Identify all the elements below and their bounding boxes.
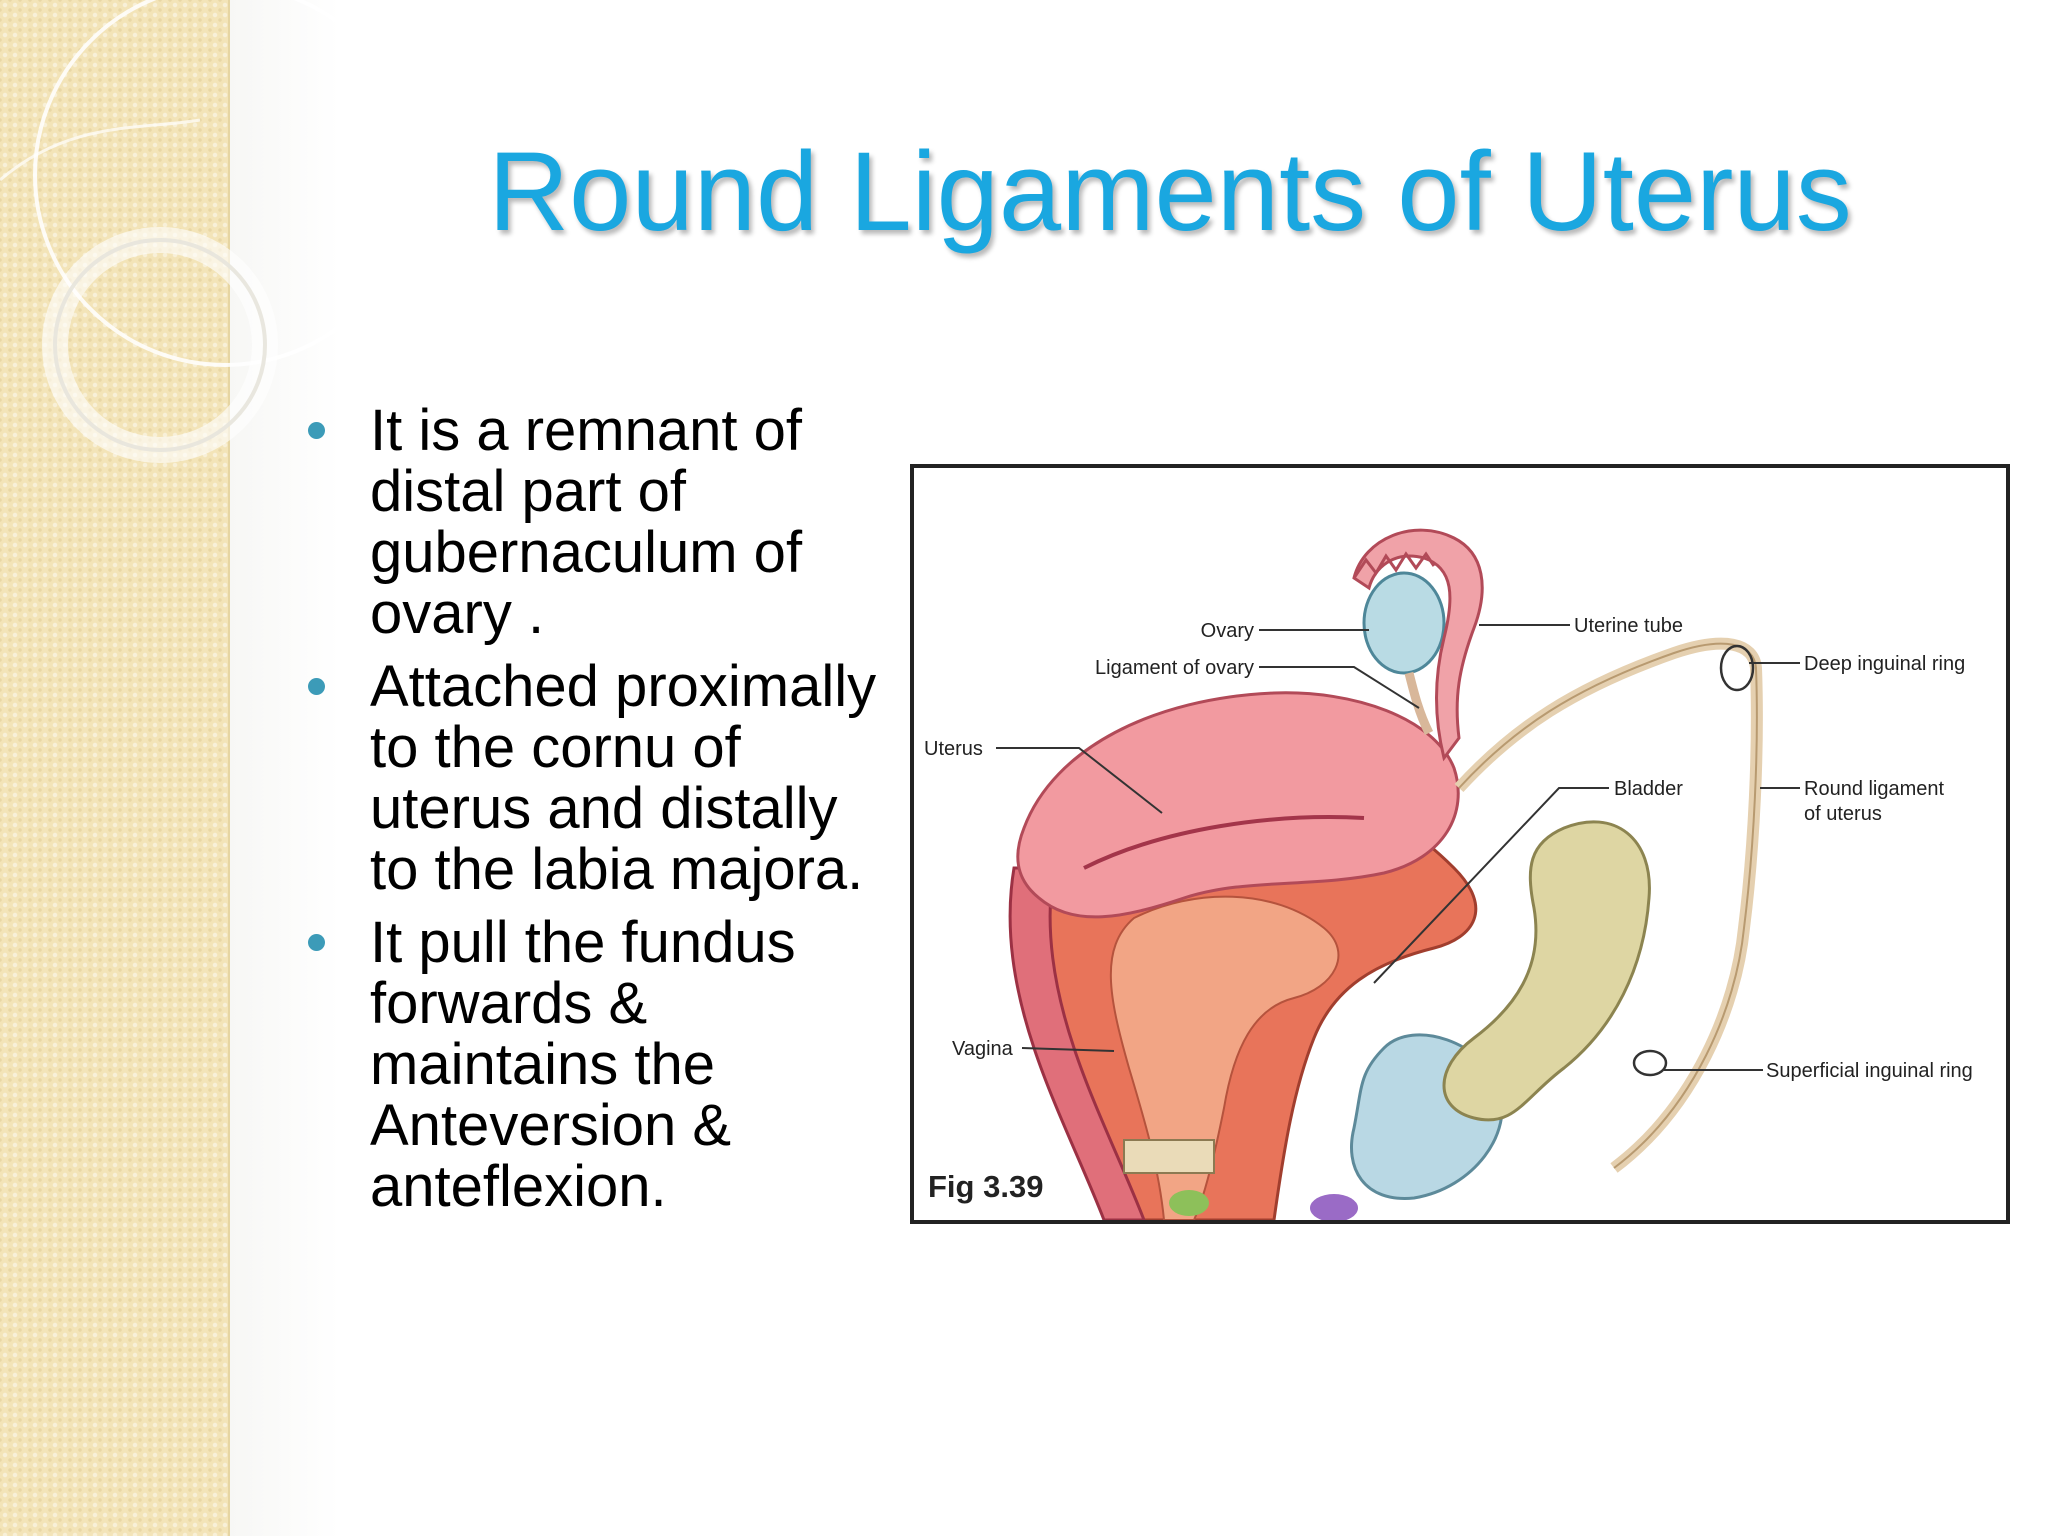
label-round-ligament: Round ligament <box>1804 778 1945 800</box>
bullet-text: It pull the fundus forwards & maintains … <box>370 910 796 1219</box>
label-deep-inguinal-ring: Deep inguinal ring <box>1804 653 1965 675</box>
bullet-text: It is a remnant of distal part of gubern… <box>370 398 803 646</box>
decorative-rings <box>0 0 417 463</box>
leader-vagina <box>1021 1047 1115 1052</box>
bullet-item: Attached proximally to the cornu of uter… <box>300 656 900 900</box>
bullet-list: It is a remnant of distal part of gubern… <box>300 400 900 1229</box>
ovary-shape <box>1362 571 1446 675</box>
label-uterus: Uterus <box>924 738 983 760</box>
ligament-of-ovary-shape <box>1404 671 1434 736</box>
label-of-uterus: of uterus <box>1804 803 1882 825</box>
slide-title: Round Ligaments of Uterus <box>488 129 1852 254</box>
bullet-text: Attached proximally to the cornu of uter… <box>370 654 877 902</box>
deep-inguinal-ring-shape <box>1719 644 1755 692</box>
fundus-groove-shape <box>1083 815 1365 870</box>
uterine-tube-shape <box>1352 528 1484 762</box>
figure-caption: Fig 3.39 <box>928 1169 1043 1204</box>
bullet-icon <box>308 934 325 951</box>
bullet-item: It pull the fundus forwards & maintains … <box>300 912 900 1217</box>
caption-background <box>922 1152 1072 1210</box>
label-bladder: Bladder <box>1614 778 1683 800</box>
bullet-item: It is a remnant of distal part of gubern… <box>300 400 900 644</box>
label-ligament-of-ovary: Ligament of ovary <box>1095 657 1254 679</box>
fundus-shape <box>1016 691 1460 919</box>
green-structure-shape <box>1169 1190 1209 1216</box>
label-uterine-tube: Uterine tube <box>1574 615 1683 637</box>
perineum-shape <box>1123 1139 1215 1174</box>
leader-ligament-of-ovary <box>1259 666 1420 709</box>
superficial-inguinal-ring-shape <box>1632 1049 1668 1077</box>
round-ligament-outline <box>1458 642 1758 1169</box>
bullet-icon <box>308 422 325 439</box>
vagina-shape <box>1008 866 1146 1220</box>
label-vagina: Vagina <box>952 1038 1014 1060</box>
leader-uterus <box>996 747 1163 814</box>
side-fade <box>230 0 340 1536</box>
label-ovary: Ovary <box>1201 620 1254 642</box>
fimbriae-shape <box>1352 551 1436 579</box>
label-superficial-inguinal-ring: Superficial inguinal ring <box>1766 1060 1973 1082</box>
bullet-icon <box>308 678 325 695</box>
purple-structure-shape <box>1310 1194 1358 1220</box>
anatomy-illustration: Ovary Ligament of ovary Uterus Vagina Ut… <box>922 528 1973 1220</box>
leader-bladder <box>1373 787 1609 984</box>
pubic-bone-shape <box>1442 820 1651 1122</box>
anatomy-figure: Ovary Ligament of ovary Uterus Vagina Ut… <box>910 464 2010 1224</box>
